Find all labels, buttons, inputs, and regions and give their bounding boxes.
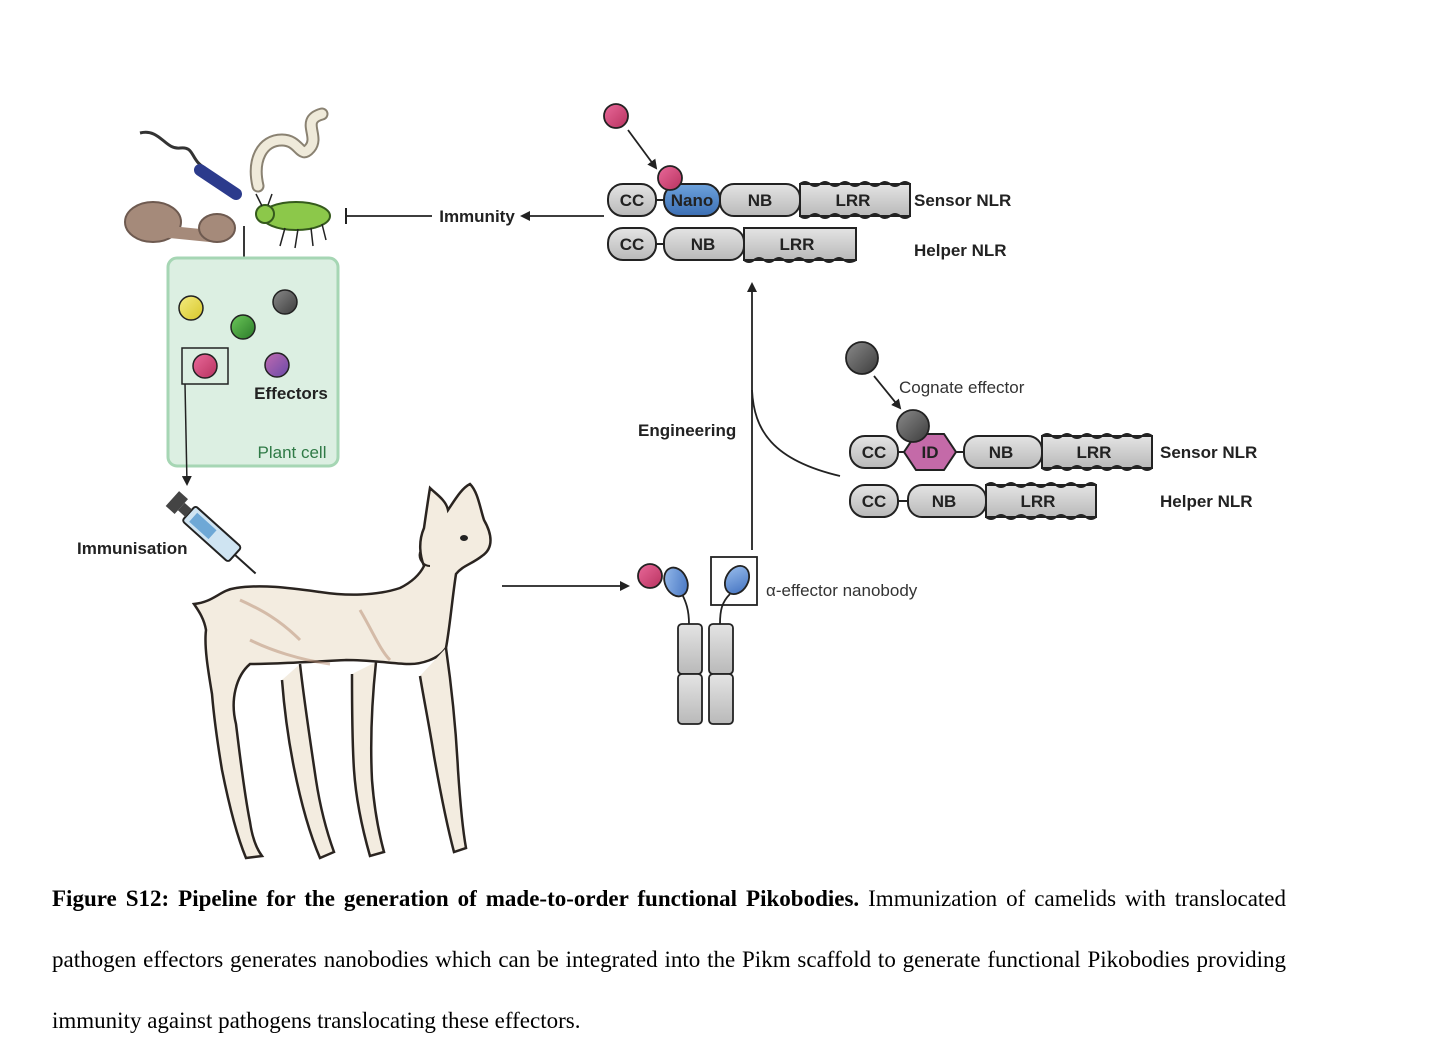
llama-illustration [191, 482, 492, 860]
effector-grey [272, 289, 298, 315]
cc-domain: CC [862, 492, 887, 511]
insect-icon [255, 193, 331, 249]
nanobody-label: α-effector nanobody [766, 581, 918, 600]
helper-nlr-label: Helper NLR [1160, 492, 1253, 511]
effector-green [230, 314, 256, 340]
sensor-nlr-label: Sensor NLR [914, 191, 1011, 210]
cc-domain: CC [862, 443, 887, 462]
antibody-icon [637, 556, 758, 725]
helper-nlr-label: Helper NLR [914, 241, 1007, 260]
nb-domain: NB [748, 191, 773, 210]
nano-domain: Nano [671, 191, 714, 210]
lrr-domain: LRR [1077, 443, 1112, 462]
immunity-label: Immunity [439, 207, 515, 226]
sensor-nlr-label: Sensor NLR [1160, 443, 1257, 462]
bacterium-icon [139, 130, 242, 200]
figure-caption: Figure S12: Pipeline for the generation … [52, 868, 1286, 1051]
effectors-label: Effectors [254, 384, 328, 403]
nb-domain: NB [691, 235, 716, 254]
nb-domain: NB [932, 492, 957, 511]
lrr-domain: LRR [780, 235, 815, 254]
fungus-icon [124, 201, 236, 243]
immunisation-label: Immunisation [77, 539, 188, 558]
effector-yellow [178, 295, 204, 321]
pikm-sensor-nlr: CC ID NB LRR [845, 341, 1153, 471]
id-domain: ID [922, 443, 939, 462]
effector-pink [192, 353, 218, 379]
effector-purple [264, 352, 290, 378]
plant-cell-label: Plant cell [258, 443, 327, 462]
pikobody-helper-nlr: CC NB LRR [607, 227, 857, 263]
caption-body: Immunization of camelids with translocat… [52, 886, 1286, 1033]
plant-cell-box [166, 256, 340, 468]
pikobody-sensor-nlr: CC Nano NB LRR [603, 103, 911, 219]
selection-box [181, 347, 229, 385]
pipeline-diagram: Effectors Plant cell Immunisation α-effe [77, 103, 1257, 860]
lrr-domain: LRR [1021, 492, 1056, 511]
engineering-label: Engineering [638, 421, 736, 440]
nematode-icon [249, 107, 329, 193]
cognate-effector-label: Cognate effector [899, 378, 1025, 397]
cc-domain: CC [620, 191, 645, 210]
syringe-icon [165, 491, 257, 575]
pikm-helper-nlr: CC NB LRR [849, 482, 1097, 520]
nb-domain: NB [989, 443, 1014, 462]
cc-domain: CC [620, 235, 645, 254]
lrr-domain: LRR [836, 191, 871, 210]
caption-title: Figure S12: Pipeline for the generation … [52, 886, 860, 911]
